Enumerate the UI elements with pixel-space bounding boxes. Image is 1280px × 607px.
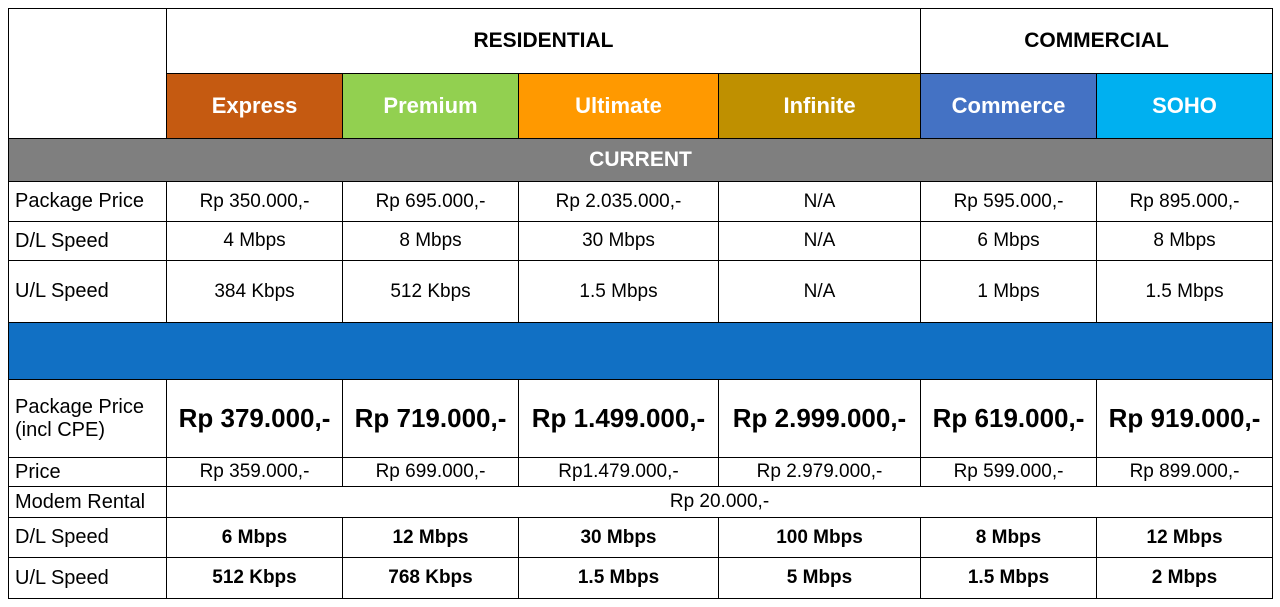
package-premium: Premium <box>342 73 519 139</box>
residential-header: RESIDENTIAL <box>165 8 922 74</box>
package-infinite: Infinite <box>717 73 922 139</box>
table-cell: Rp 2.999.000,- <box>717 379 922 458</box>
current-section-row: CURRENT <box>7 138 1274 182</box>
table-cell: 2 Mbps <box>1096 557 1274 599</box>
table-cell: 100 Mbps <box>717 517 922 558</box>
table-cell: Rp 719.000,- <box>342 379 519 458</box>
modem-rental-value: Rp 20.000,- <box>165 486 1274 518</box>
table-cell: 768 Kbps <box>342 557 519 599</box>
table-cell: N/A <box>717 221 922 261</box>
table-row: Modem Rental Rp 20.000,- <box>8 486 1274 518</box>
package-commerce: Commerce <box>920 73 1098 139</box>
table-cell: 1.5 Mbps <box>518 260 719 323</box>
table-cell: 512 Kbps <box>342 260 519 323</box>
table-cell: Rp 359.000,- <box>166 457 343 487</box>
row-label: Package Price <box>8 181 167 222</box>
row-label: D/L Speed <box>8 221 167 261</box>
package-ultimate: Ultimate <box>518 73 719 139</box>
table-row: Package Price Rp 350.000,- Rp 695.000,- … <box>8 181 1274 222</box>
table-row: U/L Speed 512 Kbps 768 Kbps 1.5 Mbps 5 M… <box>8 557 1274 599</box>
table-cell: 8 Mbps <box>342 221 519 261</box>
table-cell: Rp 919.000,- <box>1096 379 1274 458</box>
row-label: U/L Speed <box>8 557 167 599</box>
table-cell: 1.5 Mbps <box>920 557 1098 599</box>
table-cell: 1.5 Mbps <box>1096 260 1274 323</box>
table-cell: 512 Kbps <box>166 557 343 599</box>
table-cell: Rp 895.000,- <box>1096 181 1274 222</box>
table-cell: Rp 379.000,- <box>166 379 343 458</box>
pricing-table: RESIDENTIAL COMMERCIAL Express Premium U… <box>7 8 1274 599</box>
row-label: Modem Rental <box>8 486 167 518</box>
table-cell: Rp 899.000,- <box>1096 457 1274 487</box>
row-label: Price <box>8 457 167 487</box>
table-row: U/L Speed 384 Kbps 512 Kbps 1.5 Mbps N/A… <box>8 260 1274 323</box>
table-cell: N/A <box>717 260 922 323</box>
table-cell: Rp 595.000,- <box>920 181 1098 222</box>
table-cell: Rp1.479.000,- <box>518 457 719 487</box>
package-soho: SOHO <box>1096 73 1274 139</box>
table-cell: Rp 2.035.000,- <box>518 181 719 222</box>
table-cell: 12 Mbps <box>1096 517 1274 558</box>
corner-cell <box>8 8 167 139</box>
table-cell: Rp 699.000,- <box>342 457 519 487</box>
table-cell: 6 Mbps <box>920 221 1098 261</box>
package-row: Express Premium Ultimate Infinite Commer… <box>9 73 1274 139</box>
table-cell: 12 Mbps <box>342 517 519 558</box>
table-row: Price Rp 359.000,- Rp 699.000,- Rp1.479.… <box>8 457 1274 487</box>
package-express: Express <box>166 73 343 139</box>
category-row: RESIDENTIAL COMMERCIAL <box>8 8 1274 139</box>
table-cell: N/A <box>717 181 922 222</box>
table-cell: 4 Mbps <box>166 221 343 261</box>
table-cell: 384 Kbps <box>166 260 343 323</box>
table-cell: 8 Mbps <box>1096 221 1274 261</box>
table-cell: Rp 1.499.000,- <box>518 379 719 458</box>
new-section-band <box>7 322 1274 380</box>
new-section-row <box>7 322 1274 380</box>
table-cell: 30 Mbps <box>518 517 719 558</box>
table-row: Package Price (incl CPE) Rp 379.000,- Rp… <box>8 379 1274 458</box>
table-cell: Rp 2.979.000,- <box>717 457 922 487</box>
table-cell: 1 Mbps <box>920 260 1098 323</box>
current-section-title: CURRENT <box>7 138 1274 182</box>
table-cell: 5 Mbps <box>717 557 922 599</box>
table-cell: 6 Mbps <box>166 517 343 558</box>
table-cell: 1.5 Mbps <box>518 557 719 599</box>
table-cell: Rp 350.000,- <box>166 181 343 222</box>
table-row: D/L Speed 4 Mbps 8 Mbps 30 Mbps N/A 6 Mb… <box>8 221 1274 261</box>
table-row: D/L Speed 6 Mbps 12 Mbps 30 Mbps 100 Mbp… <box>8 517 1274 558</box>
table-cell: Rp 599.000,- <box>920 457 1098 487</box>
table-cell: 30 Mbps <box>518 221 719 261</box>
row-label: D/L Speed <box>8 517 167 558</box>
table-cell: Rp 619.000,- <box>920 379 1098 458</box>
commercial-header: COMMERCIAL <box>920 8 1274 74</box>
row-label: U/L Speed <box>8 260 167 323</box>
table-cell: 8 Mbps <box>920 517 1098 558</box>
table-cell: Rp 695.000,- <box>342 181 519 222</box>
row-label: Package Price (incl CPE) <box>8 379 167 458</box>
